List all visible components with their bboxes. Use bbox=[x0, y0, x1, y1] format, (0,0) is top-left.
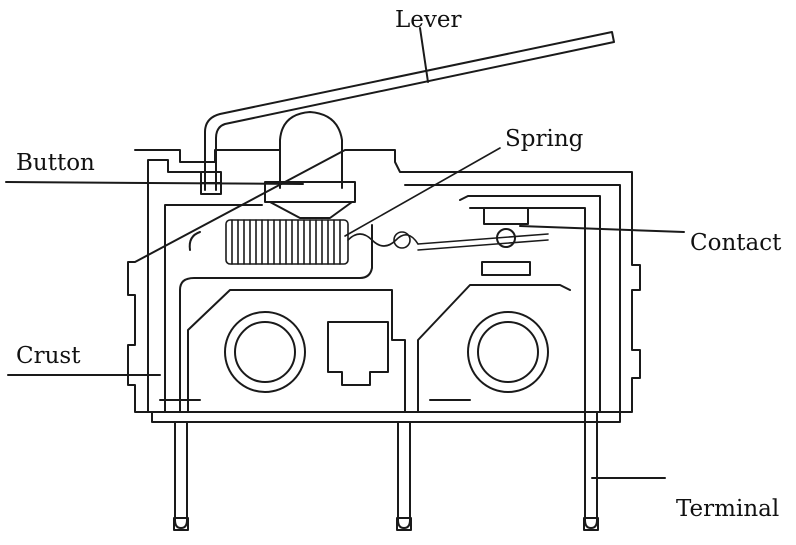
contact bbox=[459, 195, 685, 413]
terminal-pins bbox=[173, 411, 666, 531]
label-terminal: Terminal bbox=[676, 496, 780, 522]
lever bbox=[204, 27, 615, 191]
label-contact: Contact bbox=[690, 230, 782, 256]
spring-coil bbox=[225, 147, 549, 265]
label-lever: Lever bbox=[395, 7, 462, 33]
internal-frame bbox=[164, 204, 373, 413]
terminal-routing bbox=[187, 284, 571, 413]
lever-hinge bbox=[200, 171, 222, 195]
button-plunger bbox=[5, 111, 356, 219]
label-button: Button bbox=[16, 150, 95, 176]
label-crust: Crust bbox=[16, 343, 81, 369]
label-spring: Spring bbox=[505, 126, 584, 152]
